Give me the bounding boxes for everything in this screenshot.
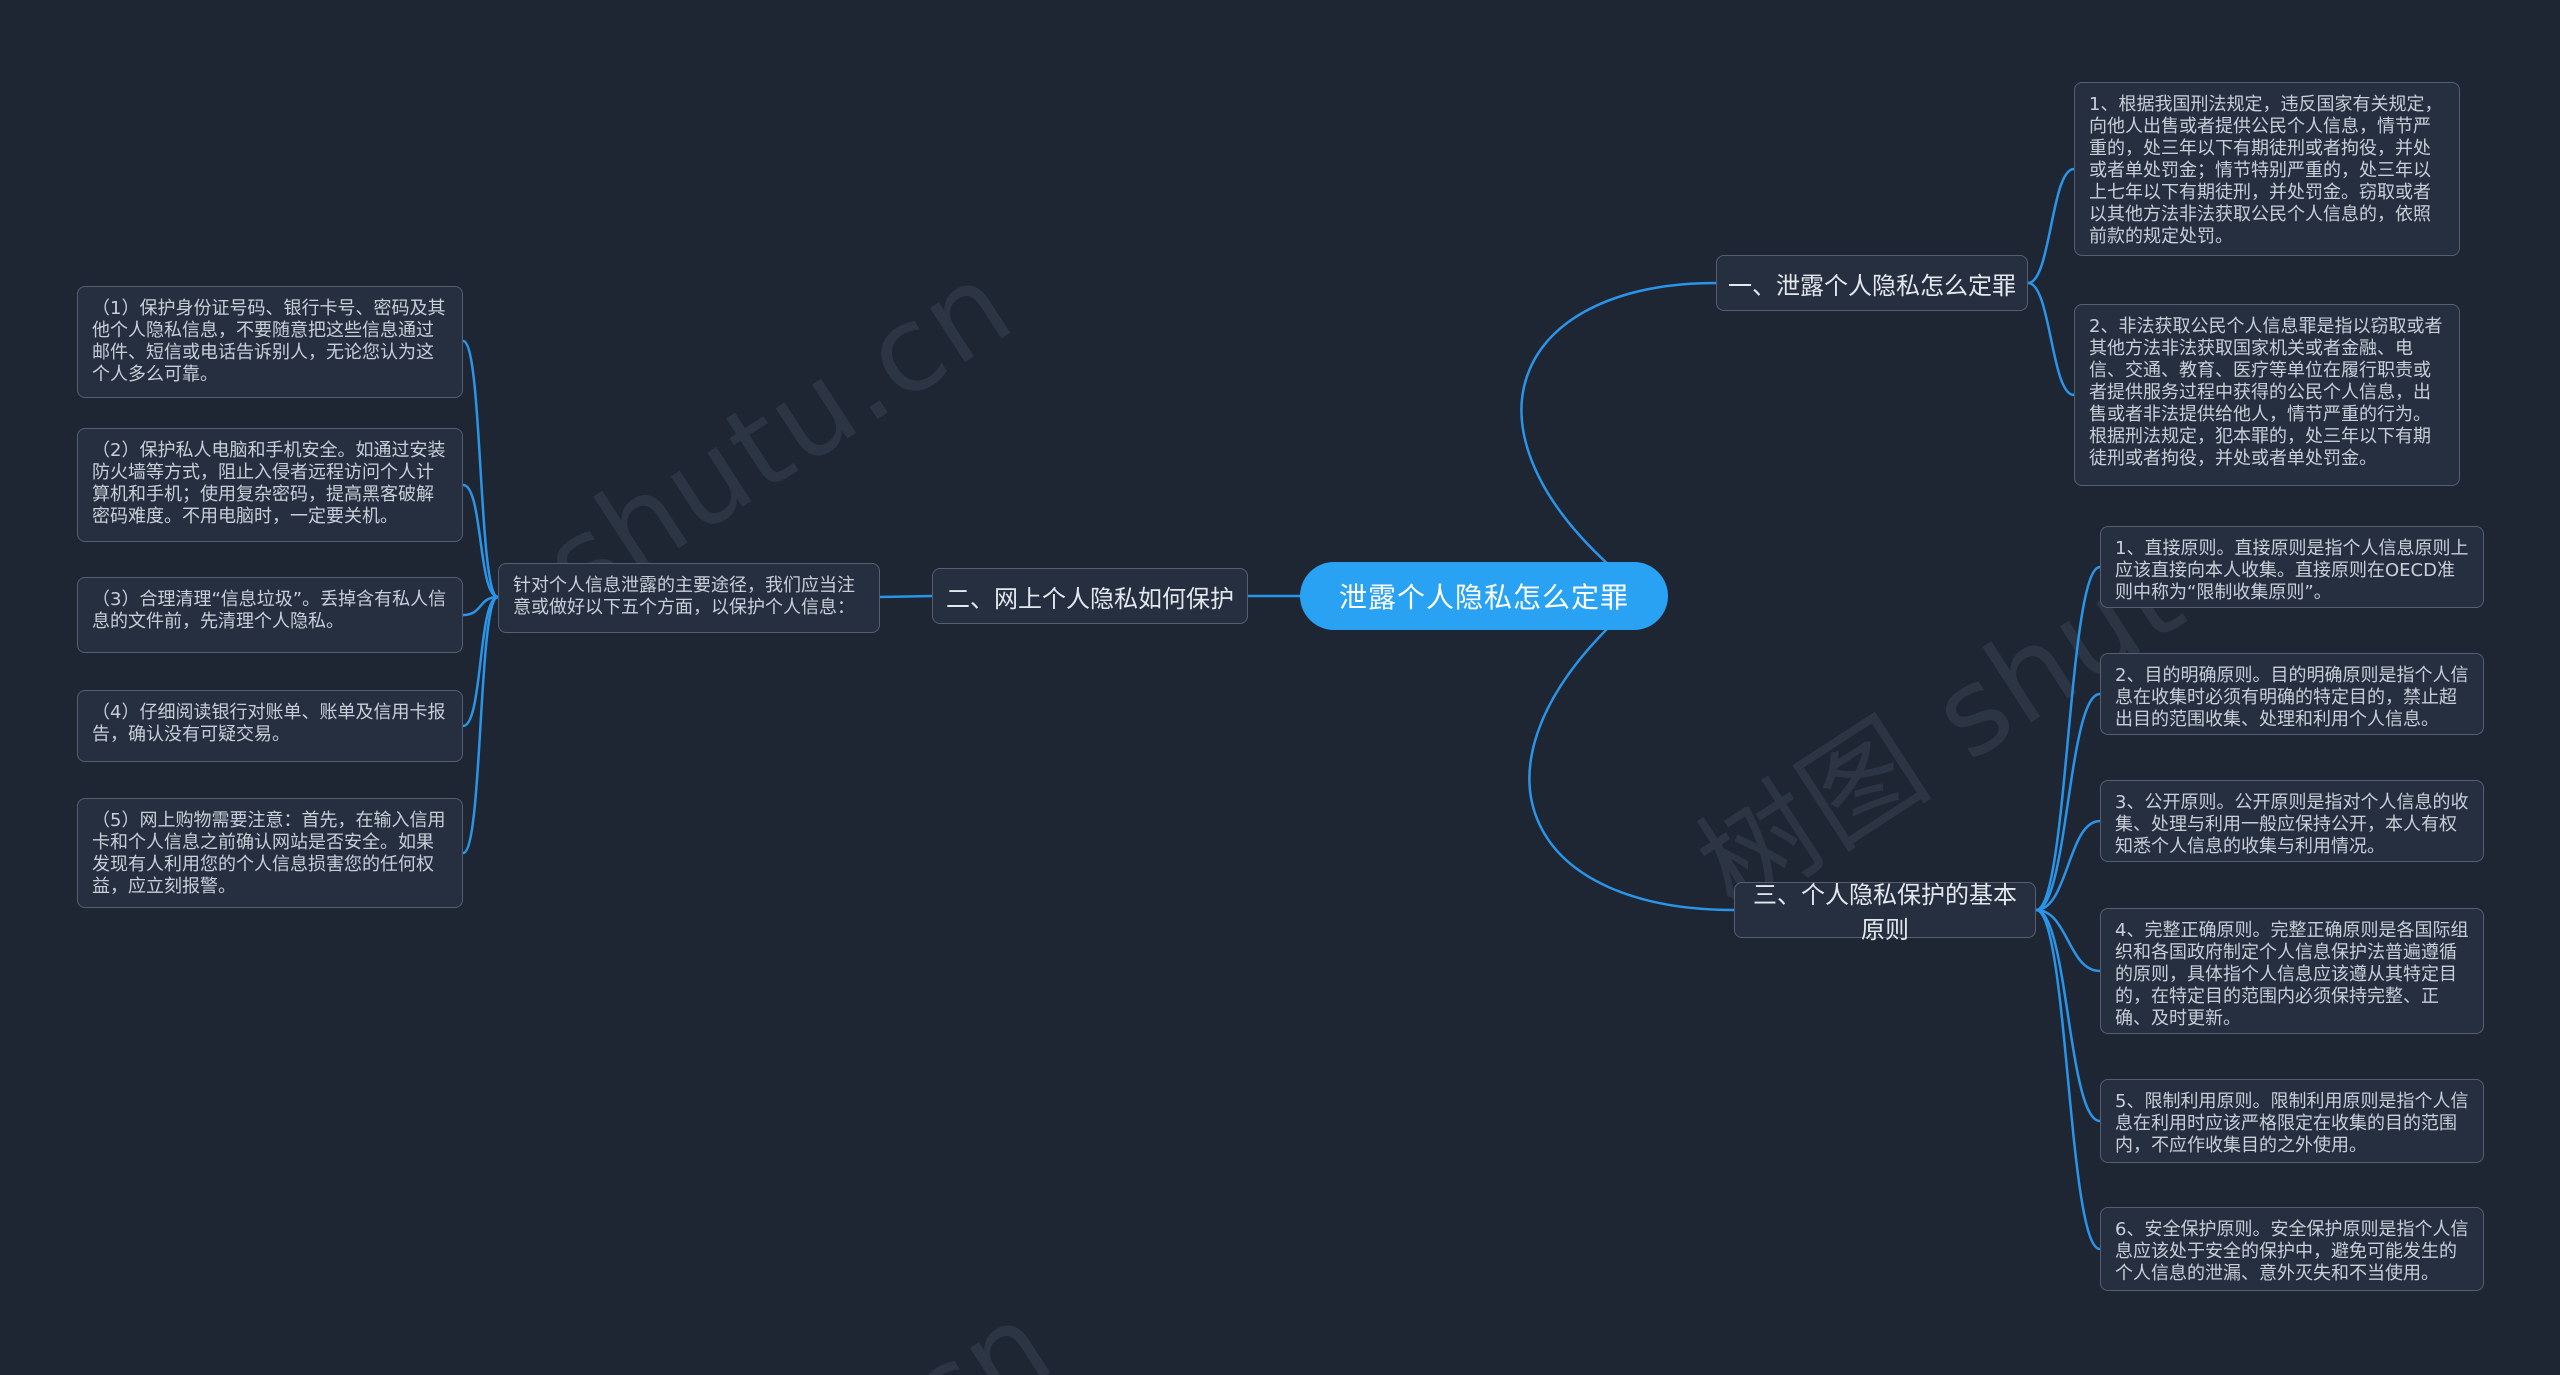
principle-node-3[interactable]: 3、公开原则。公开原则是指对个人信息的收集、处理与利用一般应保持公开，本人有权知…: [2100, 780, 2484, 862]
detail-node-law-2[interactable]: 2、非法获取公民个人信息罪是指以窃取或者其他方法非法获取国家机关或者金融、电信、…: [2074, 304, 2460, 486]
connector-branch3-item2: [2034, 692, 2102, 912]
connector-root-branch1: [1520, 281, 1718, 568]
connector-note-item3: [461, 595, 500, 617]
connector-branch3-item4: [2034, 908, 2102, 973]
root-topic-node[interactable]: 泄露个人隐私怎么定罪: [1300, 562, 1668, 630]
branch-basic-principles-node[interactable]: 三、个人隐私保护的基本原则: [1734, 881, 2036, 944]
connector-root-branch3: [1528, 624, 1736, 912]
connector-branch3-item6: [2034, 908, 2102, 1251]
connector-note-item4: [461, 595, 500, 728]
protection-tip-node-4[interactable]: （4）仔细阅读银行对账单、账单及信用卡报告，确认没有可疑交易。: [77, 690, 463, 762]
protection-tip-node-5[interactable]: （5）网上购物需要注意：首先，在输入信用卡和个人信息之前确认网站是否安全。如果发…: [77, 798, 463, 908]
connector-branch3-item5: [2034, 908, 2102, 1123]
connector-branch3-item3: [2034, 819, 2102, 912]
protection-tip-node-1[interactable]: （1）保护身份证号码、银行卡号、密码及其他个人隐私信息，不要随意把这些信息通过邮…: [77, 286, 463, 398]
principle-node-6[interactable]: 6、安全保护原则。安全保护原则是指个人信息应该处于安全的保护中，避免可能发生的个…: [2100, 1207, 2484, 1291]
principle-node-4[interactable]: 4、完整正确原则。完整正确原则是各国际组织和各国政府制定个人信息保护法普遍遵循的…: [2100, 908, 2484, 1034]
principle-node-5[interactable]: 5、限制利用原则。限制利用原则是指个人信息在利用时应该严格限定在收集的目的范围内…: [2100, 1079, 2484, 1163]
connector-note-item5: [461, 595, 500, 855]
protection-tip-node-2[interactable]: （2）保护私人电脑和手机安全。如通过安装防火墙等方式，阻止入侵者远程访问个人计算…: [77, 428, 463, 542]
branch-online-protection-node[interactable]: 二、网上个人隐私如何保护: [932, 568, 1248, 624]
protection-tip-node-3[interactable]: （3）合理清理“信息垃圾”。丢掉含有私人信息的文件前，先清理个人隐私。: [77, 577, 463, 653]
detail-node-law-1[interactable]: 1、根据我国刑法规定，违反国家有关规定，向他人出售或者提供公民个人信息，情节严重…: [2074, 82, 2460, 256]
connector-branch3-item1: [2034, 565, 2102, 912]
principle-node-1[interactable]: 1、直接原则。直接原则是指个人信息原则上应该直接向本人收集。直接原则在OECD准…: [2100, 526, 2484, 608]
connector-branch2-note: [878, 594, 934, 599]
connector-note-item1: [461, 339, 500, 599]
connector-note-item2: [461, 483, 500, 599]
branch-conviction-node[interactable]: 一、泄露个人隐私怎么定罪: [1716, 255, 2028, 311]
protection-note-node[interactable]: 针对个人信息泄露的主要途径，我们应当注意或做好以下五个方面，以保护个人信息：: [498, 563, 880, 633]
principle-node-2[interactable]: 2、目的明确原则。目的明确原则是指个人信息在收集时必须有明确的特定目的，禁止超出…: [2100, 653, 2484, 735]
connector-branch1-item1: [2026, 167, 2076, 285]
connector-branch1-item2: [2026, 281, 2076, 397]
